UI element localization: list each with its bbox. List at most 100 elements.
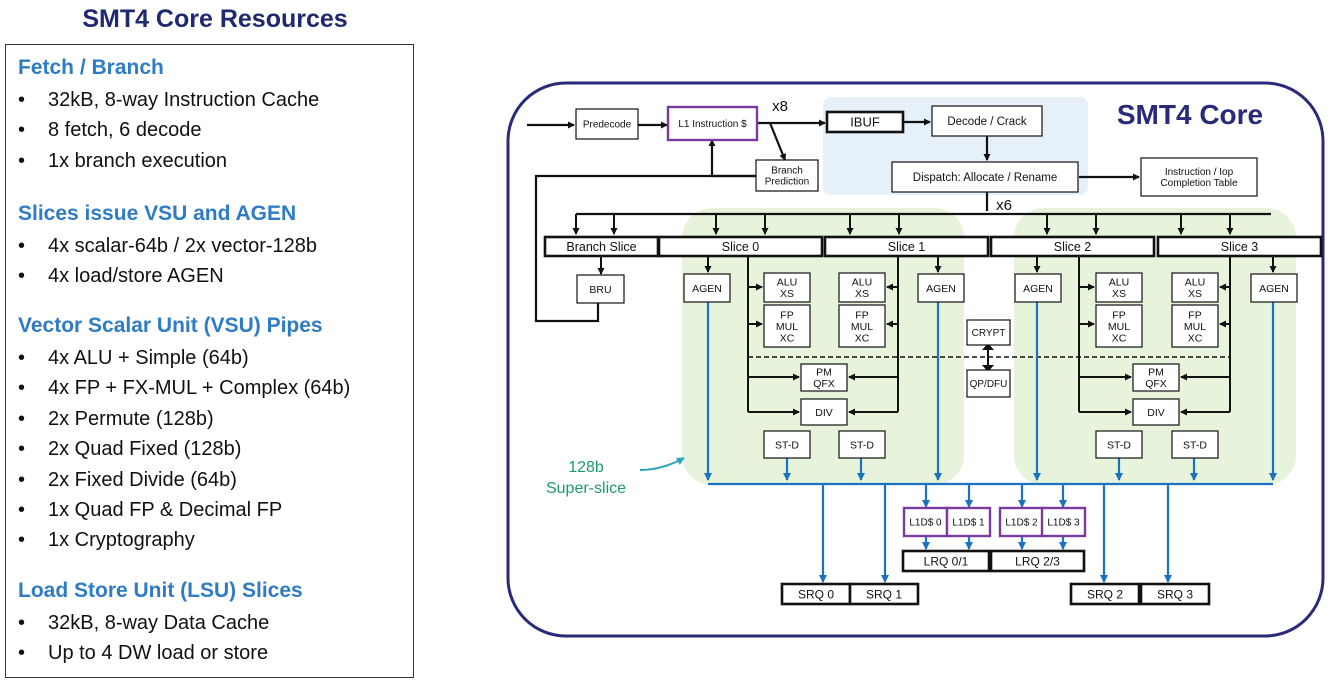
superslice-label-1: 128b: [568, 459, 604, 476]
slice-2-bar-label: Slice 2: [1054, 240, 1092, 254]
slice-0-bar-label: Slice 0: [722, 240, 760, 254]
resource-section: Vector Scalar Unit (VSU) Pipes •4x ALU + …: [18, 313, 350, 556]
branch-prediction-box: [755, 159, 819, 192]
alu-3-box: [1171, 272, 1219, 303]
alu-3-box-label: ALU: [1185, 277, 1205, 289]
dispatch-box-label: Dispatch: Allocate / Rename: [913, 172, 1057, 184]
pm-1-box-label: PM: [1148, 367, 1164, 379]
bullet-icon: •: [18, 612, 26, 634]
alu-0-box: [763, 272, 811, 303]
fetch-width-label: x8: [772, 98, 788, 115]
bullet-icon: •: [18, 265, 26, 288]
ibuf-box-label: IBUF: [850, 115, 880, 130]
fp-1-box-label: XC: [855, 332, 870, 344]
l1d-1-box: [945, 506, 992, 538]
bullet-icon: •: [18, 642, 26, 665]
fp-0-box-label: XC: [780, 332, 795, 344]
srq-2-box: [1069, 582, 1141, 606]
div-0-box-label: DIV: [815, 407, 833, 419]
fp-3-box-label: MUL: [1184, 321, 1206, 333]
resource-item: •1x Cryptography: [18, 525, 350, 555]
lrq-01-box: [901, 549, 991, 573]
srq-3-box-label: SRQ 3: [1157, 587, 1193, 601]
lrq-23-box: [989, 549, 1086, 573]
bullet-icon: •: [18, 235, 26, 257]
branch-prediction-box-label: Branch: [771, 166, 803, 177]
branch-slice-bar-label: Branch Slice: [566, 240, 636, 254]
alu-3-box-label: XS: [1188, 288, 1202, 300]
resources-panel: Fetch / Branch •32kB, 8-way Instruction C…: [5, 44, 414, 678]
resource-section: Slices issue VSU and AGEN •4x scalar-64b …: [18, 201, 317, 292]
srq-1-box: [848, 582, 920, 606]
decode-box: [931, 105, 1043, 137]
page-title: SMT4 Core Resources: [82, 5, 348, 33]
superslice-left-region: [682, 208, 964, 485]
std-1-box: [838, 430, 886, 459]
lrq-23-box-label: LRQ 2/3: [1015, 554, 1060, 568]
alu-1-box: [838, 272, 886, 303]
superslice-pointer: [639, 457, 685, 471]
std-0-box: [763, 430, 811, 459]
std-2-box-label: ST-D: [1107, 439, 1131, 451]
alu-2-box: [1095, 272, 1143, 303]
div-0-box: [800, 398, 848, 426]
section-heading: Fetch / Branch: [18, 56, 164, 79]
alu-0-box-label: ALU: [777, 277, 797, 289]
bru-box: [576, 274, 625, 304]
fp-2-box-label: FP: [1112, 309, 1125, 321]
dispatch-box: [891, 161, 1079, 193]
l1-icache-box-label: L1 Instruction $: [678, 119, 747, 130]
section-heading: Slices issue VSU and AGEN: [18, 202, 297, 225]
section-heading: Load Store Unit (LSU) Slices: [18, 579, 303, 602]
resource-item: •2x Permute (128b): [18, 404, 350, 434]
alu-0-box-label: XS: [780, 288, 794, 300]
completion-table-box-label: Instruction / Iop: [1165, 167, 1234, 178]
resource-item: •4x FP + FX-MUL + Complex (64b): [18, 373, 350, 403]
branch-prediction-box-label: Prediction: [765, 177, 809, 188]
l1d-2-box-label: L1D$ 2: [1005, 518, 1038, 529]
agen-2-box-label: AGEN: [1023, 283, 1053, 295]
fp-0-box: [763, 304, 811, 348]
resource-item: •4x ALU + Simple (64b): [18, 343, 350, 373]
bullet-icon: •: [18, 438, 26, 461]
fp-3-box-label: FP: [1188, 309, 1201, 321]
completion-table-box-label: Completion Table: [1160, 178, 1238, 189]
std-2-box: [1095, 430, 1143, 459]
srq-0-box-label: SRQ 0: [798, 587, 834, 601]
std-3-box-label: ST-D: [1183, 439, 1207, 451]
resource-item: •32kB, 8-way Instruction Cache: [18, 85, 319, 115]
slice-3-bar: [1156, 235, 1323, 258]
predecode-box-label: Predecode: [583, 120, 632, 131]
l1d-3-box-label: L1D$ 3: [1047, 518, 1080, 529]
fp-2-box-label: XC: [1112, 332, 1127, 344]
resource-item: •8 fetch, 6 decode: [18, 115, 319, 145]
srq-2-box-label: SRQ 2: [1087, 587, 1123, 601]
resource-item: •Up to 4 DW load or store: [18, 638, 303, 668]
lrq-01-box-label: LRQ 0/1: [924, 554, 969, 568]
slice-1-bar: [823, 235, 990, 258]
std-0-box-label: ST-D: [775, 439, 799, 451]
l1d-0-box: [902, 506, 949, 538]
agen-2-box: [1014, 273, 1062, 303]
alu-2-box-label: ALU: [1109, 277, 1129, 289]
slice-0-bar: [657, 235, 824, 258]
fp-1-box-label: FP: [855, 309, 868, 321]
bru-box-label: BRU: [589, 284, 611, 296]
dispatch-width-label: x6: [996, 197, 1012, 214]
resource-item: •32kB, 8-way Data Cache: [18, 608, 303, 638]
div-1-box: [1132, 398, 1180, 426]
l1d-0-box-label: L1D$ 0: [909, 518, 942, 529]
bullet-icon: •: [18, 529, 26, 552]
bullet-icon: •: [18, 377, 26, 400]
alu-1-box-label: XS: [855, 288, 869, 300]
agen-3-box: [1250, 273, 1298, 303]
resource-item: •4x scalar-64b / 2x vector-128b: [18, 231, 317, 261]
std-3-box: [1171, 430, 1219, 459]
alu-2-box-label: XS: [1112, 288, 1126, 300]
resource-section: Fetch / Branch •32kB, 8-way Instruction C…: [18, 55, 319, 176]
section-heading: Vector Scalar Unit (VSU) Pipes: [18, 314, 323, 337]
l1-icache-box: [666, 105, 759, 142]
l1d-1-box-label: L1D$ 1: [952, 518, 985, 529]
srq-1-box-label: SRQ 1: [866, 587, 902, 601]
